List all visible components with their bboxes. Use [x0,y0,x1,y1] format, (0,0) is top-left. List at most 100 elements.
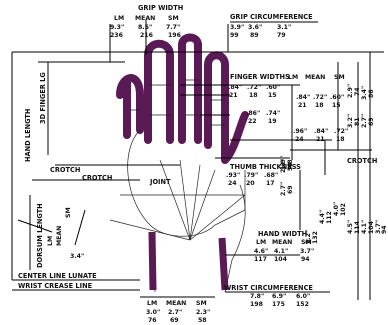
right-columns-group: 2.9" 74 3.4" 86 3.2" 81 2.7" 69 [347,84,375,128]
measurement-lines [11,20,384,300]
finger-width-1-mean-in: .72" [247,84,261,91]
finger-length-label: 3D FINGER LG [39,72,47,124]
far-right-col-3-in: 4.0" [333,202,340,216]
bottom-sm-in: 2.3" [196,309,210,316]
finger-widths-mean-header: MEAN [305,74,325,81]
finger-width-2-lm-in: .84" [296,94,310,101]
finger-width-3-mean-in: .74" [266,110,280,117]
right-col-4-in: 2.7" [361,114,368,128]
dorsum-side-in: 3.4" [70,253,84,260]
finger-width-1-sm-in: .60" [266,84,280,91]
grip-circumference-label: GRIP CIRCUMFERENCE [230,13,313,21]
finger-width-1-lm-in: .84" [228,84,242,91]
thumb-col-1-mm: 69 [287,185,294,194]
right-col-1-mm: 74 [354,87,361,96]
finger-widths-group: FINGER WIDTHS LM MEAN SM .84" .72" .60" … [228,73,348,143]
crotch-label-right: CROTCH [347,157,377,165]
finger-width-3-lm-in: .86" [246,110,260,117]
grip-width-mean-header: MEAN [135,15,155,22]
wrist-strap [148,231,229,291]
bottom-mean-mm: 69 [170,317,179,324]
grip-width-mean-in: 8.5" [138,24,152,31]
bottom-sm-mm: 58 [198,317,207,324]
thumb-thickness-mean-in: .79" [244,172,258,179]
finger-widths-lm-header: LM [288,74,298,81]
grip-circ-lm-in: 3.9" [230,24,244,31]
thumb-thickness-label: THUMB THICKNESS [230,163,301,171]
grip-circ-mean-mm: 89 [250,32,259,39]
edge-col-3-in: 3.7" [375,220,382,234]
far-right-col-2-in: 4.4" [319,210,326,224]
hand-width-lm-header: LM [256,239,266,246]
hand-width-label: HAND WIDTH [258,230,307,238]
dorsum-length-label: DORSUM LENGTH [36,203,44,268]
hand-width-mean-in: 4.1" [274,248,288,255]
right-col-1-in: 2.9" [347,84,354,98]
dorsum-mean-header: MEAN [56,226,63,246]
finger-width-4-sm-in: .72" [334,128,348,135]
finger-width-1-sm-mm: 15 [268,92,277,99]
grip-width-lm-in: 9.3" [110,24,124,31]
thumb-thickness-sm-mm: 17 [266,180,275,187]
finger-width-2-sm-mm: 15 [332,102,341,109]
left-labels-group: HAND LENGTH 3D FINGER LG CROTCH CROTCH J… [18,72,377,290]
wrist-circ-sm-mm: 152 [296,301,309,308]
grip-circ-sm-in: 3.1" [277,24,291,31]
radial-lines [109,159,246,241]
grip-width-lm-mm: 236 [110,32,123,39]
hand-width-group: HAND WIDTH LM MEAN SM 4.6" 4.1" 3.7" 117… [254,230,314,263]
grip-circ-sm-mm: 79 [277,32,286,39]
grip-width-label: GRIP WIDTH [138,4,183,12]
finger-widths-label: FINGER WIDTHS [230,73,290,81]
finger-width-2-mean-mm: 18 [315,102,324,109]
edge-col-2-mm: 104 [368,220,375,234]
bottom-sm-header: SM [196,300,207,307]
wrist-circ-mean-in: 6.9" [272,293,286,300]
grip-width-mean-mm: 216 [140,32,153,39]
grip-width-lm-header: LM [114,15,124,22]
finger-widths-sm-header: SM [334,74,345,81]
thumb-thickness-group: THUMB THICKNESS .93" .79" .68" 24 20 17 … [226,156,301,196]
thumb-outline [224,184,246,293]
bottom-lm-in: 3.0" [146,309,160,316]
finger-width-4-mean-mm: 21 [316,136,325,143]
hand-width-mean-mm: 104 [274,256,288,263]
hand-outline [109,33,249,293]
far-right-col-1-mm: 132 [312,231,319,244]
thumb-col-1-in: 2.7" [280,182,287,196]
finger-width-2-lm-mm: 21 [298,102,307,109]
thumb-thickness-sm-in: .68" [264,172,278,179]
wrist-crease-line-label: WRIST CREASE LINE [18,282,93,290]
hand-width-lm-in: 4.6" [254,248,268,255]
wrist-circ-lm-mm: 198 [250,301,263,308]
bottom-mean-in: 2.7" [168,309,182,316]
thumb-thickness-mean-mm: 20 [246,180,255,187]
grip-circumference-group: GRIP CIRCUMFERENCE 3.9" 3.6" 3.1" 99 89 … [230,13,313,39]
thumb-col-2-mm: 58 [287,162,294,171]
right-col-4-mm: 69 [368,117,375,126]
right-col-2-mm: 86 [368,89,375,98]
hand-width-mean-header: MEAN [272,239,292,246]
wrist-circ-mean-mm: 175 [272,301,285,308]
wrist-circ-sm-in: 6.0" [296,293,310,300]
far-right-col-3-mm: 102 [340,203,347,216]
finger-width-4-sm-mm: 18 [336,136,345,143]
grip-width-group: GRIP WIDTH LM MEAN SM 9.3" 8.5" 7.7" 236… [110,4,183,39]
finger-outline-strokes [116,33,249,164]
thumb-col-3-mm: 48 [287,159,294,168]
crotch-label-center: CROTCH [82,174,112,182]
right-col-3-mm: 81 [354,117,361,126]
wrist-circumference-group: WRIST CIRCUMFERENCE 7.8" 6.9" 6.0" 198 1… [224,284,313,308]
bottom-lm-mm: 76 [148,317,157,324]
finger-width-2-sm-in: .60" [330,94,344,101]
bottom-stats-group: LM MEAN SM 3.0" 2.7" 2.3" 76 69 58 [146,300,210,324]
edge-col-1-mm: 114 [354,220,361,234]
grip-circ-lm-mm: 99 [230,32,239,39]
finger-width-3-mean-mm: 19 [268,118,277,125]
palm-outline [127,129,246,237]
right-col-2-in: 3.4" [361,86,368,100]
wrist-circumference-label: WRIST CIRCUMFERENCE [224,284,313,292]
grip-circ-mean-in: 3.6" [248,24,262,31]
dorsum-sm-header: SM [65,207,72,218]
thumb-col-3-in: 1.9" [280,156,287,170]
